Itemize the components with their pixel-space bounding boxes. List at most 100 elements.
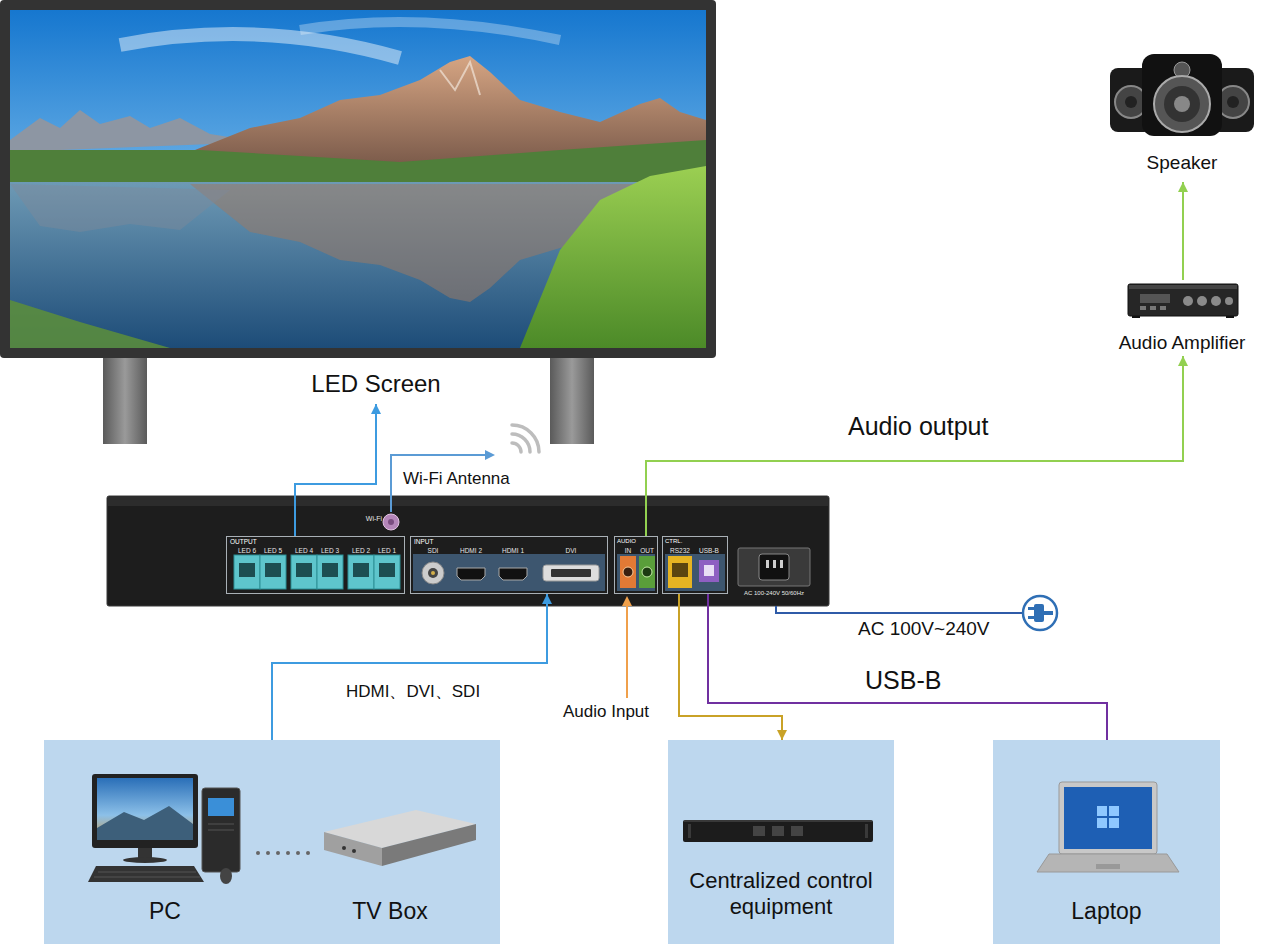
amplifier-picture [1160, 306, 1166, 310]
control-ports [665, 554, 725, 591]
wifi-antenna-symbol [512, 434, 530, 452]
led-output-ports [296, 563, 312, 577]
speaker: Speaker [1096, 50, 1268, 182]
power-plug-icon [1023, 596, 1057, 630]
input-ports [499, 568, 527, 580]
port-group: AUDIOINOUT [614, 536, 658, 594]
edge-label: HDMI、DVI、SDI [343, 682, 483, 702]
amplifier-picture [1150, 306, 1156, 310]
pc-and-tv-box-picture [208, 824, 234, 825]
pc-and-tv-box-picture [208, 798, 234, 816]
group-title: CTRL. [665, 538, 682, 545]
power-rating: AC 100-240V 50/60Hz [729, 590, 819, 597]
port-label: LED 5 [260, 547, 287, 554]
port-label: LED 1 [374, 547, 401, 554]
amplifier-picture [1197, 296, 1207, 306]
control-equipment-picture [753, 826, 765, 836]
device-box: Centralized control equipment [668, 740, 894, 944]
wifi-antenna-symbol [512, 425, 539, 452]
led-output-ports [239, 563, 255, 577]
led-screen-picture [440, 62, 480, 95]
panel-parts [773, 560, 776, 568]
laptop-picture [1097, 818, 1107, 828]
audio-input-line [622, 596, 632, 606]
led-output-ports [265, 563, 281, 577]
led-output-ports [374, 555, 400, 589]
led-screen-picture [10, 10, 706, 348]
amplifier-picture [1132, 316, 1140, 318]
amplifier-picture [1225, 297, 1233, 305]
pc-and-tv-box-picture [352, 849, 356, 853]
controller-panel: Wi-FiAC 100-240V 50/60Hz OUTPUTLED 6LED … [107, 496, 829, 606]
pc-and-tv-box-picture [382, 824, 476, 866]
port-group: INPUTSDIHDMI 2HDMI 1DVI [410, 536, 608, 594]
wifi-link [485, 450, 495, 460]
port-label: RS232 [666, 547, 694, 554]
panel-parts [780, 560, 783, 568]
led-output-ports [227, 537, 406, 595]
screen-legs [103, 356, 594, 444]
led-screen-picture [0, 0, 716, 404]
port-label: HDMI 2 [454, 547, 488, 554]
led-screen-picture [10, 140, 706, 186]
led-screen-picture [10, 300, 170, 348]
speaker-picture [1227, 96, 1239, 108]
control-ports [704, 565, 714, 576]
wifi-antenna-symbol [512, 443, 521, 452]
port-label: LED 4 [291, 547, 318, 554]
control-ports [699, 560, 719, 582]
audio-amplifier: Audio Amplifier [1096, 280, 1268, 356]
power-line [776, 606, 1022, 613]
power-label: AC 100V~240V [855, 618, 993, 641]
pc-and-tv-box-picture [296, 851, 300, 855]
speaker-picture [1125, 96, 1137, 108]
input-ports [422, 562, 444, 584]
port-label: Wi-Fi [361, 515, 387, 523]
audio-ports [639, 556, 655, 588]
laptop-picture [1097, 806, 1107, 816]
input-ports [431, 571, 435, 575]
source-box: PCTV Box [44, 740, 500, 944]
port-label: OUT [638, 547, 656, 554]
pc-and-tv-box-picture [94, 877, 200, 878]
connector [272, 594, 547, 740]
panel-parts [766, 560, 769, 568]
speaker-picture [1174, 96, 1190, 112]
port-label: LED 6 [234, 547, 261, 554]
pc-and-tv-box-picture [266, 851, 270, 855]
input-ports [428, 568, 438, 578]
led-screen-picture [520, 166, 706, 348]
control-equipment-picture [688, 824, 691, 838]
group-title: AUDIO [617, 538, 636, 545]
panel-parts [738, 548, 810, 586]
connector [708, 594, 1107, 740]
controller-body [108, 497, 828, 506]
led-screen-picture [0, 0, 716, 358]
panel-parts [759, 554, 789, 580]
laptop-picture [1037, 854, 1179, 872]
amplifier-picture [1129, 285, 1237, 289]
power-plug-icon [1034, 604, 1044, 622]
pc-and-tv-box-picture [97, 778, 193, 840]
connector [679, 594, 782, 740]
led-output-ports [322, 563, 338, 577]
pc-and-tv-box-picture [123, 857, 167, 863]
device-label: Centralized control equipment [676, 868, 886, 921]
input-ports [457, 568, 485, 580]
screen-legs [550, 356, 594, 444]
audio-input-label: Audio Input [560, 702, 652, 722]
audio-input-line [622, 596, 632, 698]
connector [646, 356, 1183, 536]
led-output-ports [234, 555, 400, 589]
connector [295, 404, 376, 536]
pc-and-tv-box-picture [220, 868, 232, 884]
laptop-picture [1064, 787, 1152, 849]
audio-input-line [626, 605, 628, 698]
laptop-picture [1109, 806, 1119, 816]
amplifier-picture [1140, 294, 1170, 303]
input-ports [551, 569, 591, 577]
edge-label: USB-B [862, 665, 944, 695]
pc-and-tv-box-picture [256, 851, 310, 855]
device-label: Audio Amplifier [1096, 332, 1268, 354]
led-screen-picture [120, 34, 400, 58]
